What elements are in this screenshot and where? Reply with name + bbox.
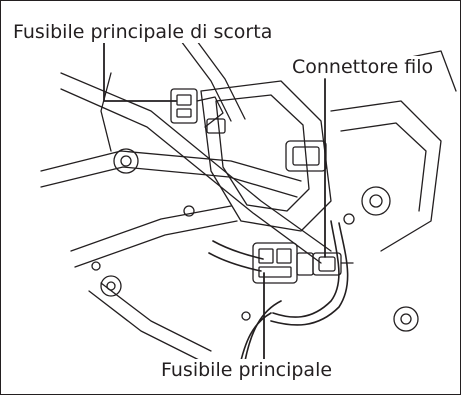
spare-fuse-holder [170, 88, 226, 134]
fittings [91, 148, 419, 332]
leader-lines [103, 42, 326, 360]
wire-connector-label: Connettore filo [288, 56, 438, 78]
main-fuse-label: Fusibile principale [157, 359, 337, 381]
spare-main-fuse-label: Fusibile principale di scorta [9, 21, 277, 43]
wire-connector [312, 252, 354, 276]
main-fuse-box [252, 242, 314, 284]
frame-tubes [40, 40, 332, 362]
engine-housings [200, 50, 457, 252]
